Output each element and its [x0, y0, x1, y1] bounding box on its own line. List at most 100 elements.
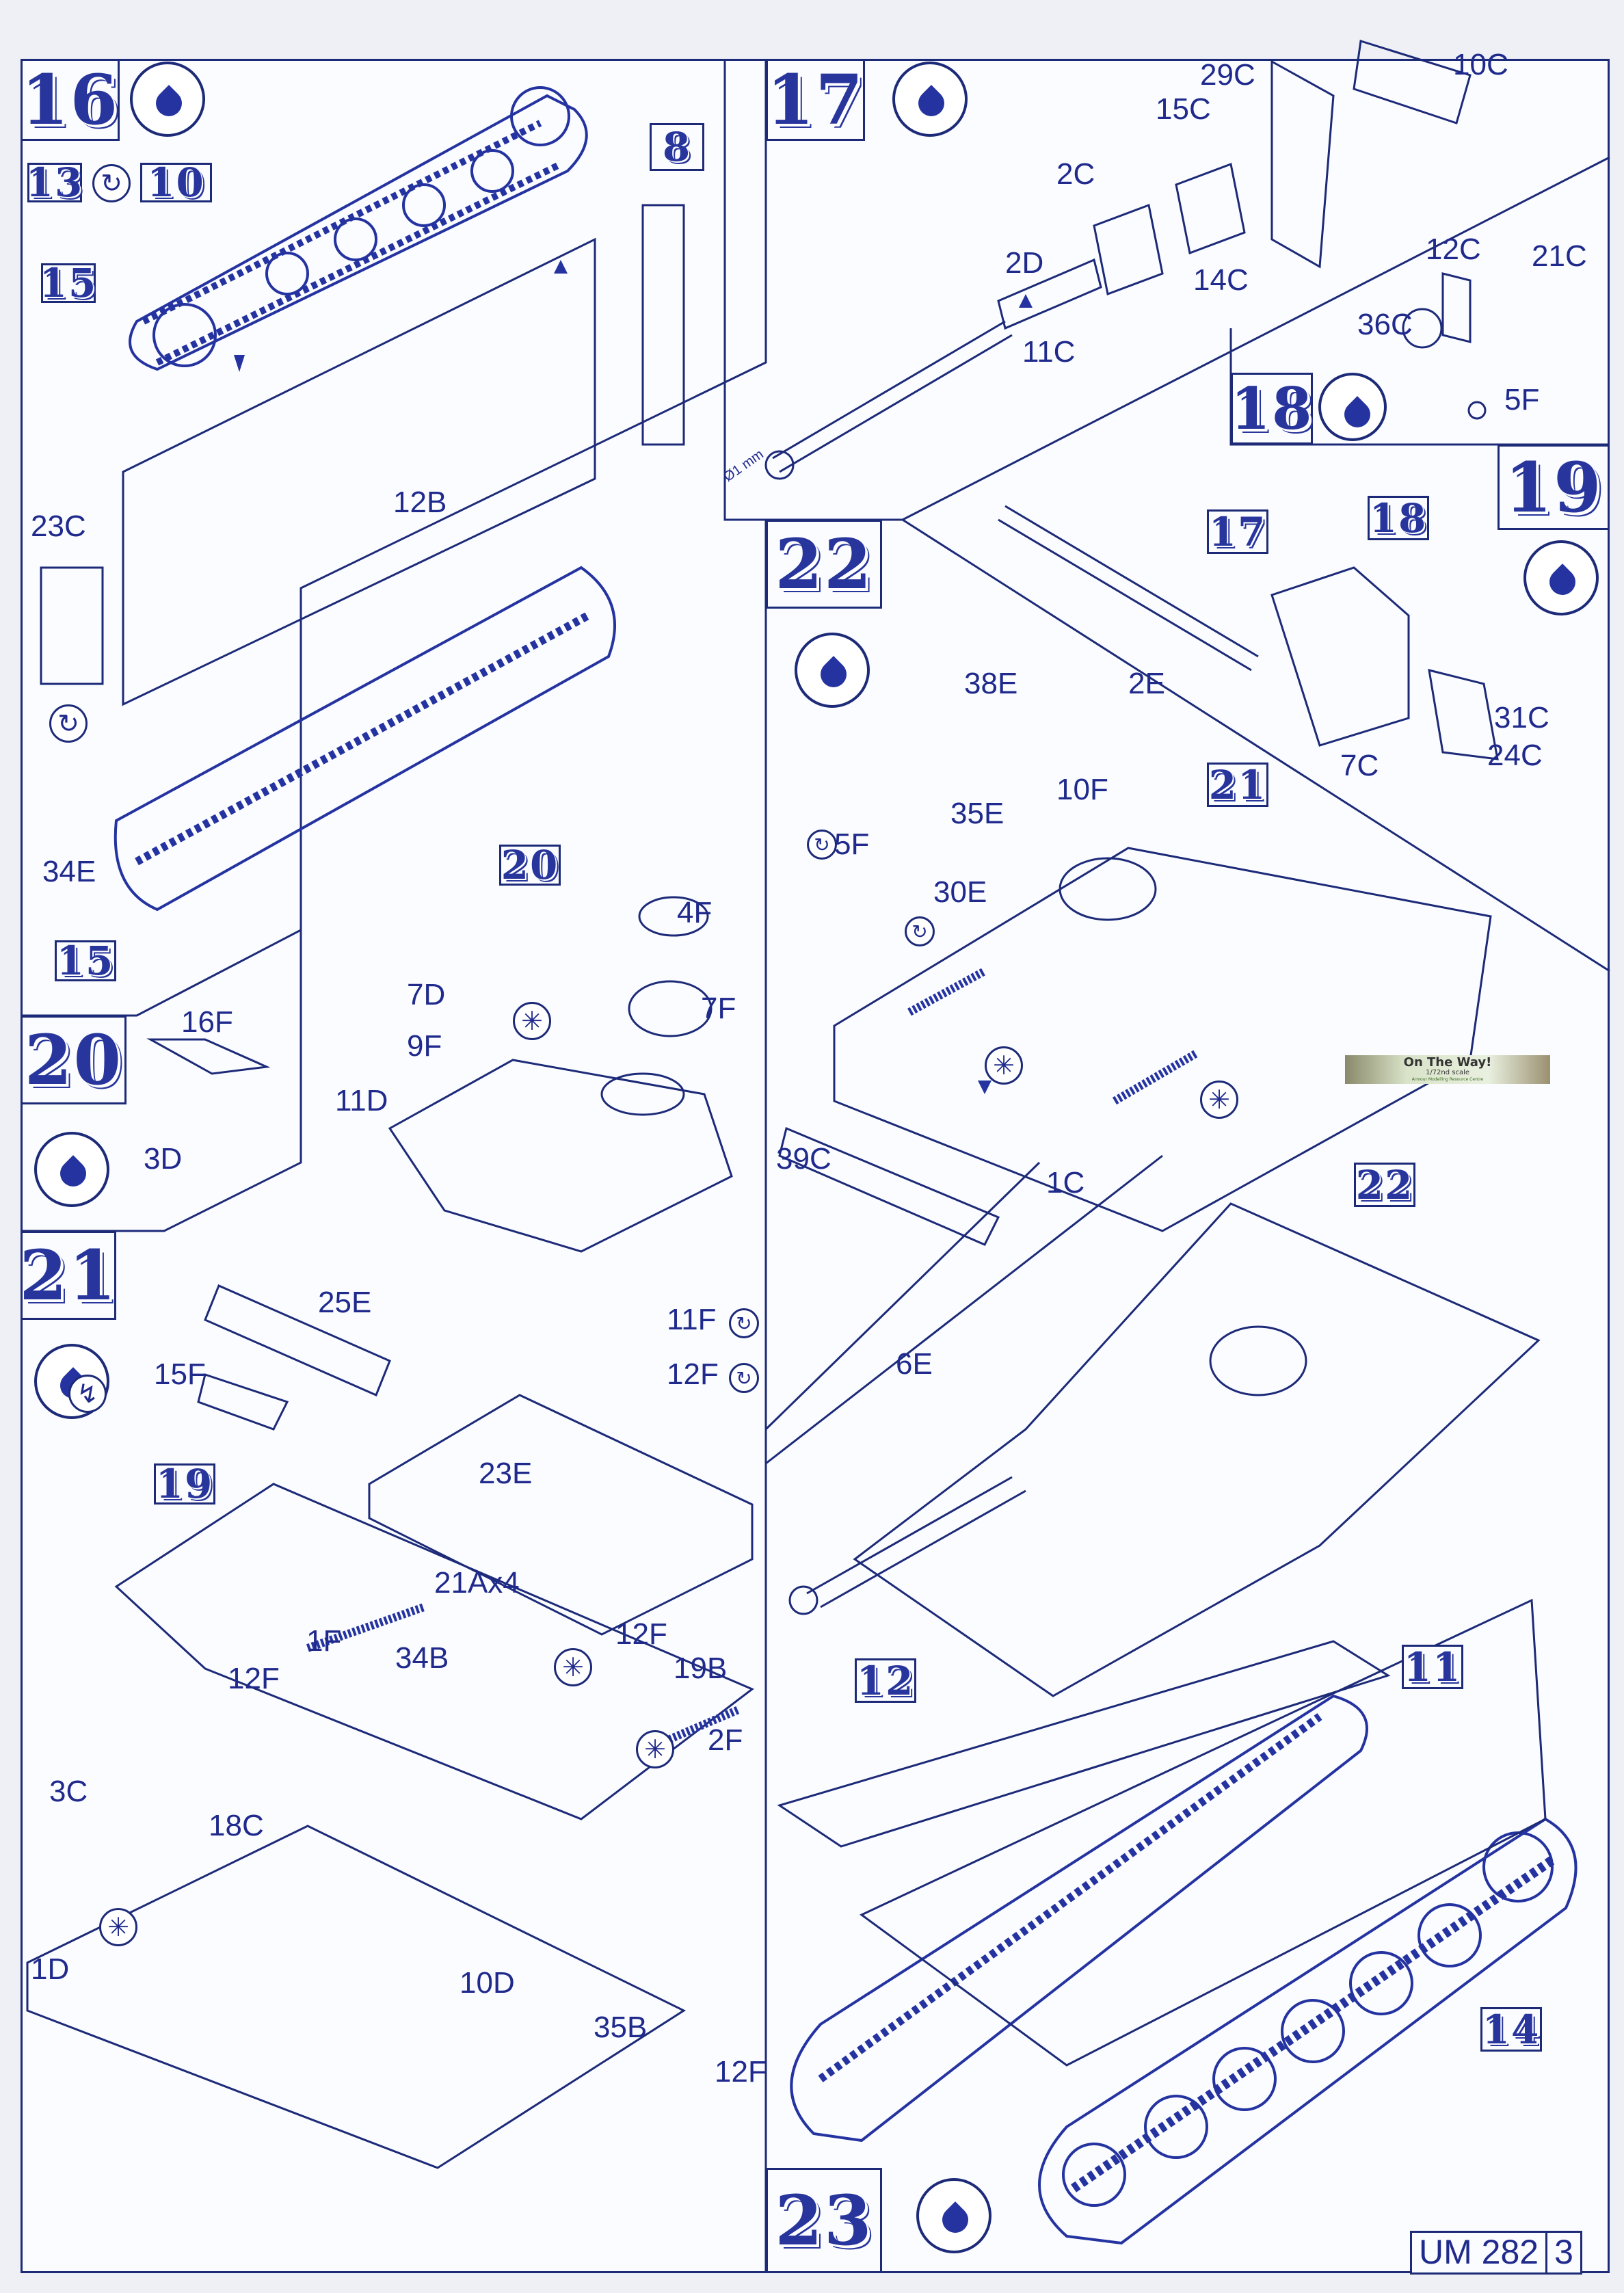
part-label: 21C: [1532, 239, 1587, 273]
asterisk-icon: ✳: [1200, 1081, 1238, 1119]
ref-step-15: 15: [39, 260, 98, 306]
asterisk-icon: ✳: [636, 1730, 674, 1768]
part-label: 10F: [1056, 773, 1108, 806]
asterisk-icon: ✳: [985, 1046, 1023, 1085]
rotate-arrow-icon: ↻: [905, 916, 935, 946]
divider-step23: [765, 1154, 1163, 1465]
part-label: 31C: [1494, 701, 1549, 734]
ref-step-15-b: 15: [55, 938, 116, 984]
glue-drop-icon: [34, 1132, 109, 1207]
rotate-arrow-icon: ↻: [729, 1308, 759, 1338]
part-label: 6E: [896, 1347, 933, 1381]
drawing-step18-19: [998, 272, 1499, 760]
divider-step22-top: [902, 518, 1610, 972]
step-21-number: 21: [19, 1231, 116, 1320]
part-label: 7C: [1340, 749, 1379, 782]
part-label: 2E: [1128, 667, 1165, 700]
drawing-step22: [778, 847, 1541, 1697]
banner-scale: 1/72nd scale: [1425, 1069, 1470, 1076]
part-label: 11D: [335, 1084, 388, 1117]
step-16-number: 16: [21, 59, 120, 141]
part-label: 7D: [407, 978, 446, 1011]
part-label: 3D: [144, 1142, 183, 1176]
banner-title: On The Way!: [1403, 1055, 1492, 1070]
part-label: 23E: [479, 1457, 533, 1490]
drawing-step16: [40, 86, 685, 912]
kit-code: UM 282: [1419, 2233, 1539, 2271]
step-20-number: 20: [21, 1016, 127, 1104]
ref-step-14: 14: [1480, 2006, 1542, 2053]
glue-drop-icon: [892, 62, 968, 137]
ref-step-11: 11: [1402, 1644, 1463, 1691]
divider-step16: [21, 59, 767, 1017]
glue-drop-icon: [1523, 540, 1599, 615]
glue-drop-icon: [795, 633, 870, 708]
part-label: 39C: [776, 1142, 831, 1176]
part-label: 18C: [209, 1809, 264, 1842]
on-the-way-banner: On The Way! 1/72nd scale Armour Modellin…: [1345, 1055, 1550, 1084]
asterisk-icon: ✳: [513, 1002, 551, 1040]
ref-step-13: 13: [25, 159, 84, 206]
part-label: 12F: [228, 1662, 280, 1695]
part-label: 11C: [1022, 335, 1076, 369]
step-19-number: 19: [1497, 445, 1610, 530]
part-label: 2F: [708, 1723, 743, 1757]
step-18-number: 18: [1231, 373, 1313, 445]
divider-step18: [1229, 328, 1610, 446]
drawing-step23: [777, 1598, 1578, 2245]
asterisk-icon: ✳: [554, 1648, 592, 1686]
drawing-step20-21: [26, 896, 754, 2169]
part-label: 11F: [667, 1303, 717, 1336]
part-label: 35B: [594, 2011, 648, 2044]
step-23-number: 23: [766, 2168, 882, 2273]
part-label: 15F: [154, 1357, 206, 1391]
part-label: 14C: [1193, 263, 1249, 297]
step-17-number: 17: [766, 59, 865, 141]
rotate-arrow-icon: ↻: [729, 1363, 759, 1393]
page-code-box: UM 282 3: [1410, 2231, 1582, 2275]
part-label: 10D: [460, 1966, 515, 2000]
step-22-number: 22: [766, 520, 882, 609]
ref-step-22: 22: [1354, 1162, 1415, 1208]
part-label: 25E: [318, 1286, 372, 1319]
part-label: 34B: [395, 1641, 449, 1675]
part-label: 12C: [1426, 233, 1481, 266]
part-label: 12B: [393, 486, 447, 519]
ref-step-18: 18: [1368, 495, 1429, 542]
glue-drop-icon: [916, 2178, 991, 2253]
ref-step-19: 19: [154, 1461, 215, 1507]
drawing-step17: [764, 40, 1472, 480]
part-label: 24C: [1487, 739, 1543, 772]
part-label: 15C: [1156, 92, 1211, 126]
rotate-arrow-icon: ↻: [92, 164, 131, 202]
glue-drop-icon: [130, 62, 205, 137]
part-label: 34E: [42, 855, 96, 888]
part-label: 5F: [834, 827, 870, 861]
ref-step-8: 8: [650, 123, 704, 171]
ref-step-10: 10: [140, 159, 212, 206]
part-label: 10C: [1453, 48, 1508, 81]
rotate-arrow-icon: ↻: [807, 830, 837, 860]
part-label: 5F: [1504, 383, 1540, 416]
part-label: 4F: [677, 896, 713, 929]
part-label: 2D: [1005, 246, 1044, 280]
part-label: 7F: [701, 992, 736, 1025]
lightning-icon: ↯: [68, 1375, 107, 1413]
part-label: 21Ax4: [434, 1566, 520, 1600]
part-label: 38E: [964, 667, 1018, 700]
part-label: 2C: [1056, 157, 1095, 191]
part-label: 1D: [31, 1952, 70, 1986]
rotate-arrow-icon: ↻: [49, 704, 88, 743]
part-label: 9F: [407, 1029, 442, 1063]
part-label: 23C: [31, 509, 86, 543]
page-number: 3: [1545, 2233, 1580, 2272]
part-label: 36C: [1357, 308, 1413, 341]
asterisk-icon: ✳: [99, 1908, 137, 1946]
part-label: 35E: [950, 797, 1004, 830]
part-label: 3C: [49, 1775, 88, 1808]
ref-step-17: 17: [1207, 509, 1268, 555]
ref-step-20: 20: [499, 842, 561, 888]
part-label: 30E: [933, 875, 987, 909]
part-label: 12F: [667, 1357, 719, 1391]
